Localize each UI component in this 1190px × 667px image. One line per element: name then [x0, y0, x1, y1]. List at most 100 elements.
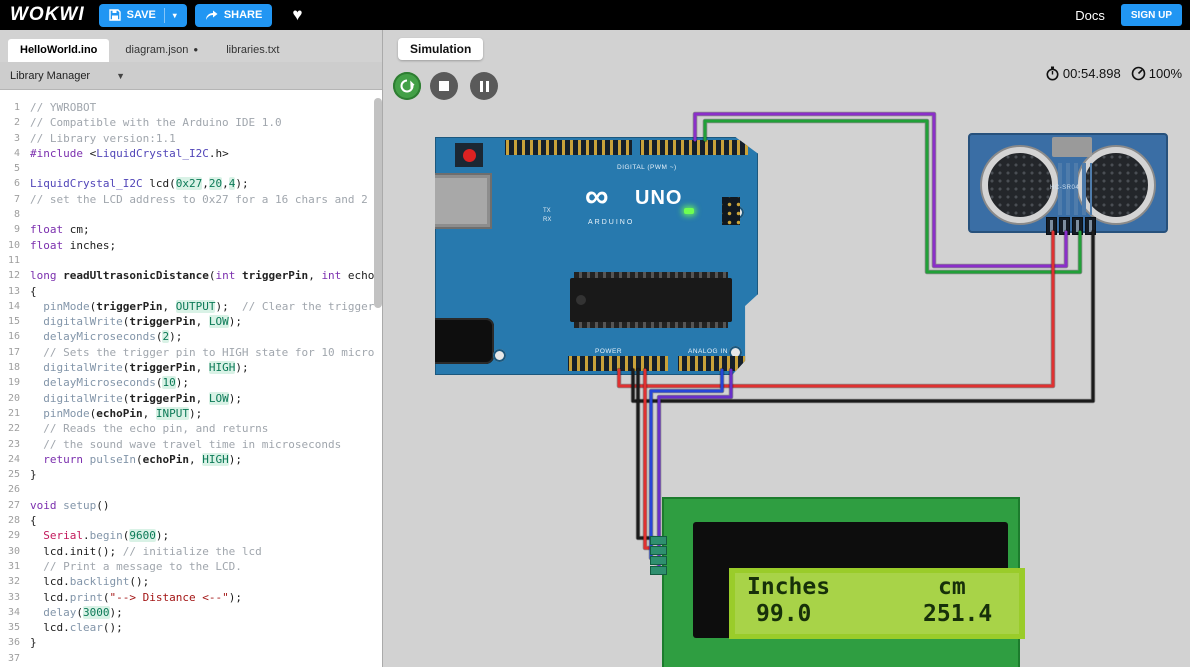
analog-label: ANALOG IN — [688, 348, 728, 355]
code-line: 29 Serial.begin(9600); — [7, 529, 170, 543]
gnd-lcd-wire[interactable] — [635, 367, 658, 541]
top-bar: WOKWI SAVE ▾ SHARE ♥ Docs SIGN UP — [0, 0, 1190, 30]
reset-button[interactable] — [455, 143, 483, 167]
vcc-lcd-wire[interactable] — [642, 367, 658, 551]
editor-scrollbar[interactable] — [374, 92, 382, 667]
ultrasonic-transmitter — [982, 147, 1058, 223]
code-line: 1// YWROBOT — [13, 101, 97, 114]
signup-button[interactable]: SIGN UP — [1120, 4, 1182, 26]
library-manager-caret-icon[interactable]: ▼ — [116, 70, 126, 81]
share-icon — [205, 10, 218, 20]
vcc-lcd-wire[interactable] — [643, 368, 657, 550]
sensor-pin-echo[interactable] — [1073, 218, 1082, 234]
save-button[interactable]: SAVE ▾ — [98, 3, 187, 27]
power-label: POWER — [595, 348, 623, 355]
gnd-lcd-wire[interactable] — [636, 368, 657, 540]
simulation-speed: 100% — [1148, 66, 1182, 81]
code-line: 14 pinMode(triggerPin, OUTPUT); // Clear… — [7, 299, 375, 313]
code-line: 36} — [7, 636, 37, 650]
save-caret-icon[interactable]: ▾ — [172, 10, 177, 20]
docs-link[interactable]: Docs — [1075, 7, 1105, 23]
pause-icon — [479, 80, 489, 92]
lcd-display[interactable]: Inches cm 99.0 251.4 — [651, 497, 1025, 667]
power-header[interactable] — [568, 356, 668, 371]
lcd-bezel: Inches cm 99.0 251.4 — [693, 522, 1025, 639]
code-line: 35 lcd.clear(); — [7, 621, 123, 635]
code-line: 26 — [7, 484, 20, 496]
sensor-pin-vcc[interactable] — [1047, 218, 1056, 234]
code-line: 13{ — [7, 284, 37, 298]
lcd-pin-vcc[interactable] — [651, 547, 666, 554]
code-line: 34 delay(3000); — [7, 605, 123, 619]
editor-panel: HelloWorld.ino diagram.json● libraries.txt… — [0, 30, 383, 667]
tab-diagram-json[interactable]: diagram.json● — [125, 44, 199, 56]
code-line: 4#include <LiquidCrystal_I2C.h> — [13, 146, 229, 160]
save-floppy-icon — [108, 9, 121, 21]
digital-header-right[interactable] — [640, 140, 748, 155]
lcd-text-cm-value: 251.4 — [923, 601, 993, 627]
analog-header[interactable] — [678, 356, 752, 371]
restart-simulation-button[interactable] — [393, 72, 421, 100]
save-label: SAVE — [126, 9, 156, 21]
arduino-label: ARDUINO — [588, 219, 635, 226]
scrollbar-thumb[interactable] — [374, 98, 382, 308]
heart-icon[interactable]: ♥ — [292, 5, 303, 24]
lcd-pin-sda[interactable] — [651, 557, 666, 564]
lcd-pin-gnd[interactable] — [651, 537, 666, 544]
tab-simulation[interactable]: Simulation — [398, 38, 484, 60]
hcsr04-sensor[interactable]: HC-SR04 — [968, 133, 1168, 234]
code-line: 19 delayMicroseconds(10); — [7, 376, 189, 390]
lcd-text-cm-label: cm — [938, 574, 966, 600]
stop-simulation-button[interactable] — [430, 72, 458, 100]
tab-helloworld-ino[interactable]: HelloWorld.ino — [8, 39, 110, 62]
code-line: 31 // Print a message to the LCD. — [7, 559, 242, 573]
code-line: 22 // Reads the echo pin, and returns — [7, 422, 269, 436]
code-line: 18 digitalWrite(triggerPin, HIGH); — [7, 361, 249, 375]
file-tabs: HelloWorld.ino diagram.json● libraries.txt — [0, 30, 383, 62]
code-line: 32 lcd.backlight(); — [7, 575, 150, 589]
code-line: 5 — [13, 163, 20, 175]
mount-hole — [493, 349, 506, 362]
sensor-pin-trig[interactable] — [1060, 218, 1069, 234]
simulation-time: 00:54.898 — [1062, 66, 1121, 81]
code-line: 25} — [7, 468, 37, 482]
digital-header-left[interactable] — [505, 140, 632, 155]
code-line: 7// set the LCD address to 0x27 for a 16… — [13, 192, 368, 206]
code-line: 16 delayMicroseconds(2); — [7, 330, 183, 344]
share-label: SHARE — [223, 9, 263, 21]
library-manager-bar[interactable]: Library Manager ▼ — [0, 62, 383, 90]
stopwatch-icon — [1046, 66, 1059, 81]
code-line: 20 digitalWrite(triggerPin, LOW); — [7, 391, 242, 405]
pause-simulation-button[interactable] — [470, 72, 498, 100]
stop-icon — [439, 81, 449, 91]
digital-label: DIGITAL (PWM ~) — [617, 164, 677, 171]
code-line: 17 // Sets the trigger pin to HIGH state… — [7, 345, 375, 359]
simulation-canvas[interactable]: Simulation 00:54.898 100% DIGITAL (PWM ~… — [383, 30, 1190, 667]
share-button[interactable]: SHARE — [194, 3, 273, 27]
power-jack — [435, 318, 494, 364]
panel-splitter[interactable] — [382, 30, 383, 667]
reset-button-cap[interactable] — [463, 149, 476, 162]
speed-gauge-icon — [1131, 66, 1146, 81]
code-line: 15 digitalWrite(triggerPin, LOW); — [7, 315, 242, 329]
code-line: 11 — [7, 254, 20, 266]
code-line: 30 lcd.init(); // initialize the lcd — [7, 544, 262, 558]
lcd-pin-scl[interactable] — [651, 567, 666, 574]
code-line: 23 // the sound wave travel time in micr… — [7, 437, 342, 451]
tab-libraries-txt[interactable]: libraries.txt — [226, 44, 280, 56]
code-line: 3// Library version:1.1 — [13, 131, 176, 145]
power-led — [684, 208, 694, 214]
lcd-text-inches-value: 99.0 — [756, 601, 812, 627]
code-line: 8 — [13, 209, 20, 221]
icsp-header[interactable] — [722, 197, 740, 225]
sensor-pin-gnd[interactable] — [1086, 218, 1095, 234]
sensor-label: HC-SR04 — [1050, 185, 1080, 191]
